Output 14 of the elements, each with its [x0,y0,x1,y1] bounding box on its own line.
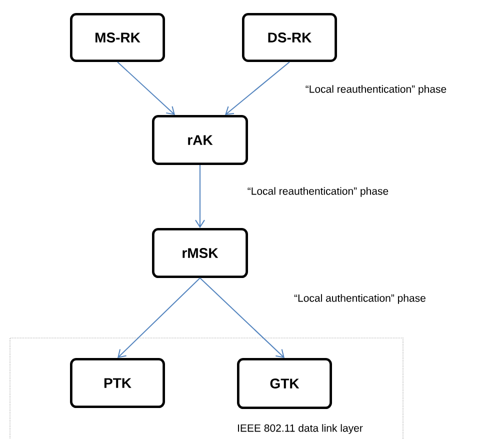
key-box: MS-RK [70,13,165,62]
key-box: GTK [237,358,332,409]
key-box: PTK [70,358,165,408]
edge-label: “Local reauthentication” phase [248,187,388,197]
arrow [200,278,284,358]
arrow [118,278,200,358]
key-box: rMSK [152,228,248,278]
edge-label: “Local authentication” phase [294,294,426,304]
arrow [195,164,205,228]
arrow [225,62,290,115]
edge-label: “Local reauthentication” phase [306,85,446,95]
key-box: rAK [152,115,248,165]
arrow [117,62,175,115]
key-box: DS-RK [242,13,337,62]
